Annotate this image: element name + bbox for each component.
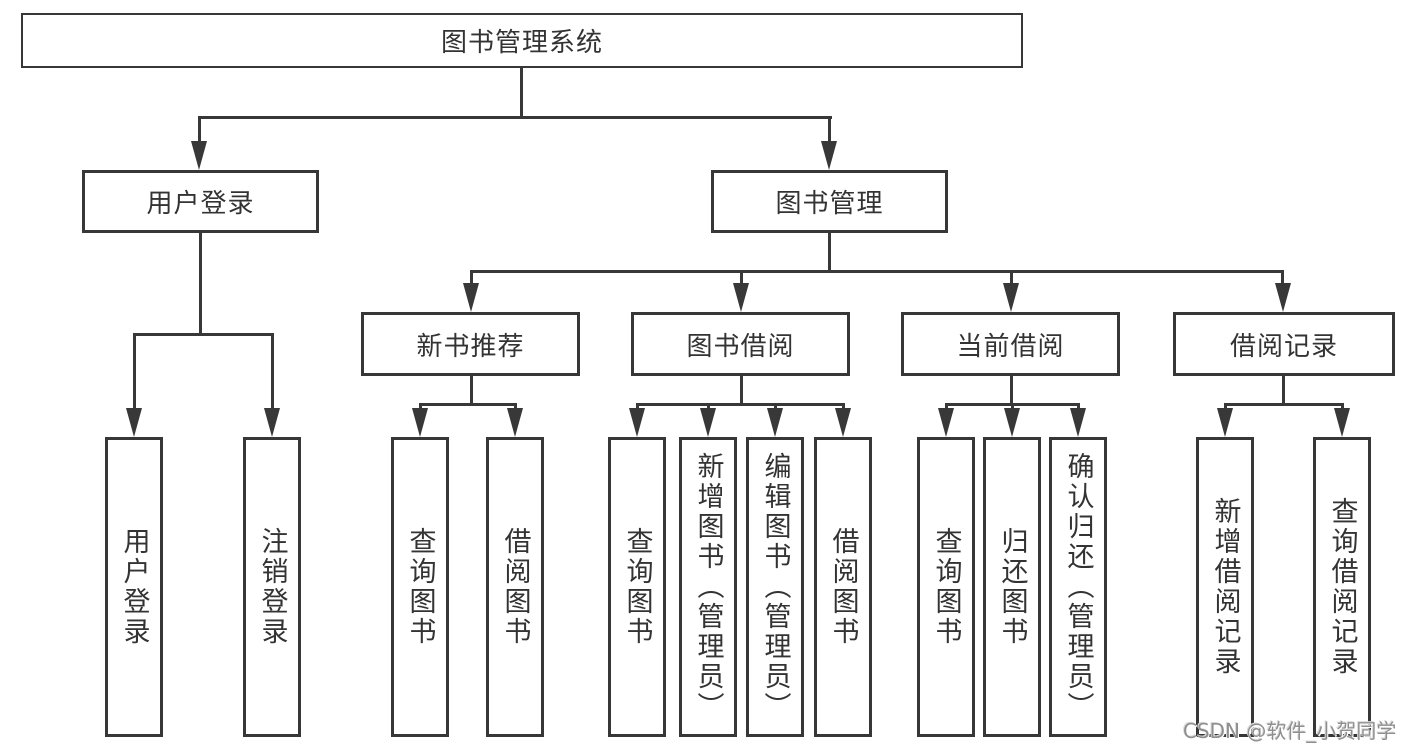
connector-line-v <box>470 376 473 406</box>
arrow-down-icon <box>767 408 783 437</box>
node-book-management: 图书管理 <box>711 170 948 233</box>
leaf-label: 用户登录 <box>118 527 150 647</box>
connector-line-v <box>1010 376 1013 406</box>
arrow-down-icon <box>463 283 479 312</box>
arrow-down-icon <box>938 408 954 437</box>
leaf-return-books: 归还图书 <box>983 437 1041 737</box>
connector-line-h <box>636 403 844 406</box>
node-label: 用户登录 <box>146 189 255 219</box>
leaf-borrow-books: 借阅图书 <box>486 437 544 737</box>
connector-line-v <box>520 68 523 119</box>
connector-line-h <box>1224 403 1344 406</box>
node-user-login: 用户登录 <box>82 170 319 233</box>
node-library-management-system: 图书管理系统 <box>21 13 1023 68</box>
leaf-label: 归还图书 <box>996 527 1028 647</box>
connector-line-h <box>470 270 1284 273</box>
connector-line-v <box>198 116 201 143</box>
connector-line-v <box>707 403 710 411</box>
connector-line-v <box>419 403 422 411</box>
leaf-label: 借阅图书 <box>827 527 859 647</box>
node-borrowing-records: 借阅记录 <box>1173 312 1395 376</box>
leaf-query-books: 查询图书 <box>391 437 449 737</box>
arrow-down-icon <box>1275 283 1291 312</box>
connector-line-v <box>199 233 202 336</box>
connector-line-v <box>1224 403 1227 411</box>
leaf-label: 查询借阅记录 <box>1326 497 1358 677</box>
arrow-down-icon <box>835 408 851 437</box>
connector-line-v <box>1010 270 1013 286</box>
node-label: 借阅记录 <box>1229 331 1338 362</box>
leaf-query-books: 查询图书 <box>917 437 975 737</box>
leaf-query-borrow-record: 查询借阅记录 <box>1313 437 1371 737</box>
connector-line-v <box>828 116 831 143</box>
leaf-label: 查询图书 <box>404 527 436 647</box>
arrow-down-icon <box>412 408 428 437</box>
arrow-down-icon <box>507 408 523 437</box>
connector-line-v <box>842 403 845 411</box>
node-label: 图书管理 <box>775 189 884 219</box>
leaf-query-books: 查询图书 <box>608 437 666 737</box>
arrow-down-icon <box>191 141 207 170</box>
leaf-label: 查询图书 <box>930 527 962 647</box>
connector-line-v <box>1281 270 1284 286</box>
leaf-label: 注销登录 <box>256 527 288 647</box>
leaf-borrow-books: 借阅图书 <box>814 437 872 737</box>
leaf-label: 借阅图书 <box>499 527 531 647</box>
node-label: 图书管理系统 <box>440 28 603 58</box>
csdn-watermark: CSDN @软件_小贺同学 <box>1183 719 1397 743</box>
connector-line-v <box>1341 403 1344 411</box>
connector-line-v <box>945 403 948 411</box>
node-book-borrowing: 图书借阅 <box>631 312 850 376</box>
arrow-down-icon <box>733 283 749 312</box>
leaf-user-login: 用户登录 <box>105 437 163 737</box>
arrow-down-icon <box>126 408 142 437</box>
leaf-label: 查询图书 <box>621 527 653 647</box>
arrow-down-icon <box>700 408 716 437</box>
arrow-down-icon <box>1003 283 1019 312</box>
connector-line-v <box>740 376 743 406</box>
connector-line-h <box>419 403 517 406</box>
leaf-label: 新增借阅记录 <box>1209 497 1241 677</box>
connector-line-v <box>636 403 639 411</box>
connector-line-h <box>198 116 832 119</box>
arrow-down-icon <box>821 141 837 170</box>
arrow-down-icon <box>1334 408 1350 437</box>
arrow-down-icon <box>1004 408 1020 437</box>
connector-line-v <box>271 333 274 410</box>
node-label: 新书推荐 <box>416 331 525 362</box>
connector-line-v <box>514 403 517 411</box>
arrow-down-icon <box>1070 408 1086 437</box>
leaf-add-books-admin: 新增图书（管理员） <box>679 437 737 737</box>
leaf-add-borrow-record: 新增借阅记录 <box>1196 437 1254 737</box>
arrow-down-icon <box>1217 408 1233 437</box>
leaf-label: 新增图书（管理员） <box>692 452 724 722</box>
connector-line-v <box>1077 403 1080 411</box>
connector-line-v <box>774 403 777 411</box>
connector-line-v <box>133 333 136 410</box>
leaf-edit-books-admin: 编辑图书（管理员） <box>746 437 804 737</box>
connector-line-v <box>1011 403 1014 411</box>
leaf-logout: 注销登录 <box>243 437 301 737</box>
connector-line-v <box>470 270 473 286</box>
connector-line-v <box>1282 376 1285 406</box>
connector-line-h <box>133 333 274 336</box>
leaf-confirm-return-admin: 确认归还（管理员） <box>1049 437 1107 737</box>
connector-line-v <box>828 233 831 273</box>
connector-line-v <box>740 270 743 286</box>
node-label: 图书借阅 <box>686 331 795 362</box>
node-current-borrowing: 当前借阅 <box>901 312 1120 376</box>
leaf-label: 编辑图书（管理员） <box>759 452 791 722</box>
node-label: 当前借阅 <box>956 331 1065 362</box>
leaf-label: 确认归还（管理员） <box>1062 452 1094 722</box>
node-new-book-recommendation: 新书推荐 <box>361 312 580 376</box>
arrow-down-icon <box>629 408 645 437</box>
arrow-down-icon <box>264 408 280 437</box>
